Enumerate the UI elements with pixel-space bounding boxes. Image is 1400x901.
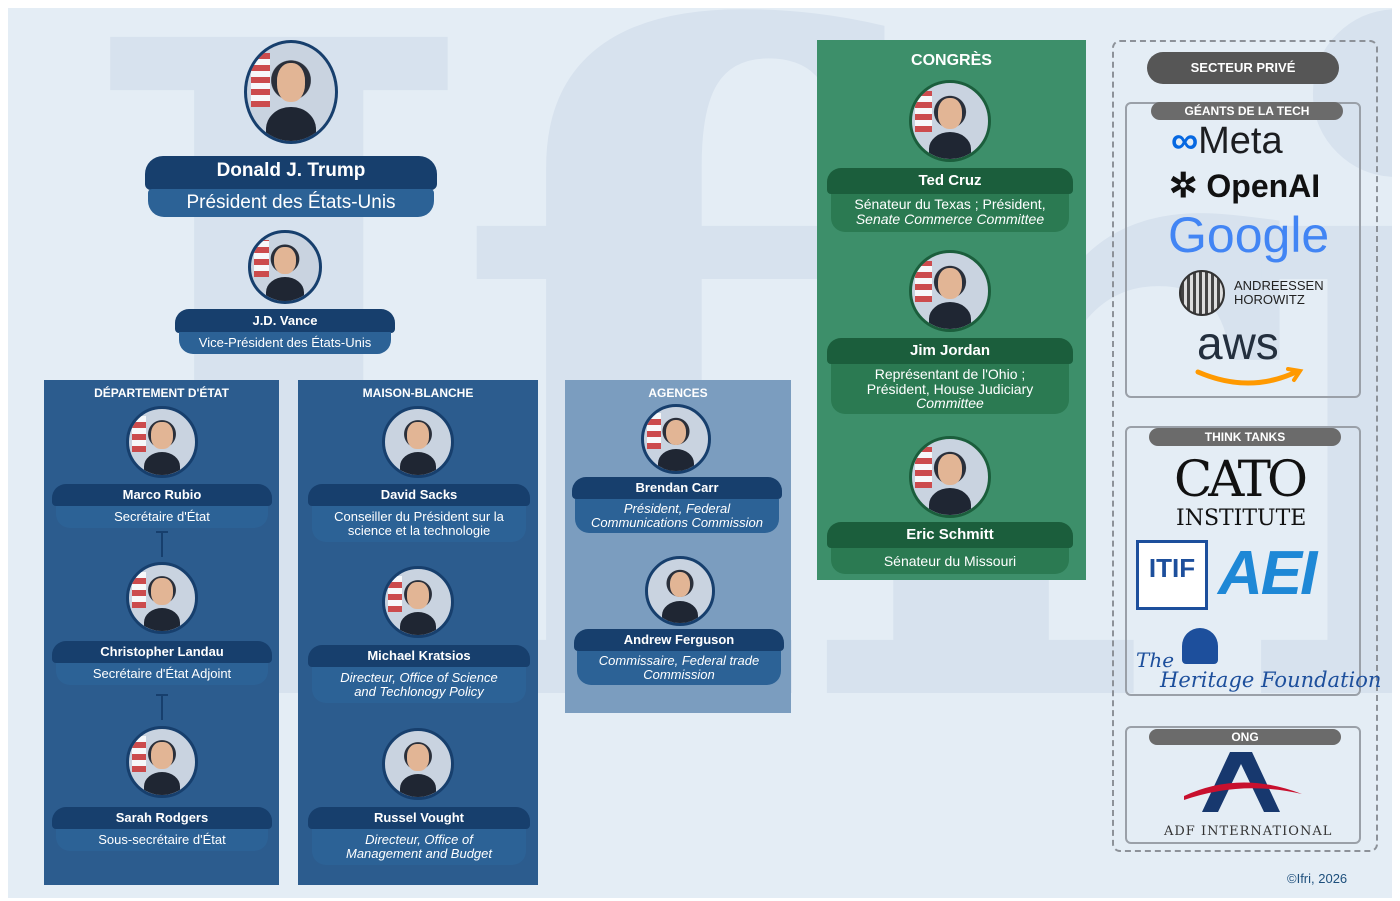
itif-logo: ITIF	[1136, 540, 1208, 610]
kratsios-photo	[382, 566, 454, 638]
a16z-logo-line2: HOROWITZ	[1234, 292, 1305, 307]
kratsios-role: Directeur, Office of Science and Techlon…	[312, 667, 526, 703]
landau-role: Secrétaire d'État Adjoint	[56, 663, 268, 685]
vp-photo	[248, 230, 322, 304]
landau-photo	[126, 562, 198, 634]
aei-logo: AEI	[1218, 539, 1317, 608]
kratsios-role-line1: Directeur, Office of Science	[340, 670, 498, 685]
sacks-photo	[382, 406, 454, 478]
ferguson-photo	[645, 556, 715, 626]
a16z-logo-line1: ANDREESSEN	[1234, 278, 1324, 293]
rodgers-photo	[126, 726, 198, 798]
heritage-logo: Heritage Foundation	[1160, 668, 1382, 692]
sacks-name: David Sacks	[308, 484, 530, 506]
vought-role: Directeur, Office of Management and Budg…	[312, 829, 526, 865]
carr-role: Président, Federal Communications Commis…	[575, 499, 779, 533]
rubio-role: Secrétaire d'État	[56, 506, 268, 528]
vought-photo	[382, 728, 454, 800]
ferguson-name: Andrew Ferguson	[574, 629, 784, 651]
panel-agences-title: AGENCES	[648, 386, 708, 400]
cruz-photo	[909, 80, 991, 162]
cruz-role-line2: Senate Commerce Committee	[855, 210, 1045, 227]
ong-box	[1125, 726, 1361, 844]
panel-maison-blanche-title: MAISON-BLANCHE	[362, 386, 474, 400]
think-label: THINK TANKS	[1149, 428, 1341, 446]
cruz-role: Sénateur du Texas ; Président, Senate Co…	[831, 194, 1069, 232]
cato-institute-text: INSTITUTE	[1176, 506, 1307, 531]
heritage-the: The	[1136, 648, 1175, 672]
rodgers-role: Sous-secrétaire d'État	[56, 829, 268, 851]
carr-role-line1: Président, Federal	[623, 501, 731, 516]
vought-name: Russel Vought	[308, 807, 530, 829]
schmitt-name: Eric Schmitt	[827, 522, 1073, 548]
carr-name: Brendan Carr	[572, 477, 782, 499]
jordan-role: Représentant de l'Ohio ; Président, Hous…	[831, 364, 1069, 414]
panel-prive	[1112, 40, 1378, 852]
panel-departement-title: DÉPARTEMENT D'ÉTAT	[94, 386, 229, 400]
kratsios-role-line2: and Techlonogy Policy	[354, 683, 484, 699]
schmitt-role: Sénateur du Missouri	[831, 548, 1069, 574]
cruz-role-line1: Sénateur du Texas ; Président,	[854, 196, 1046, 212]
google-logo: Google	[1168, 207, 1330, 263]
cruz-name: Ted Cruz	[827, 168, 1073, 194]
landau-name: Christopher Landau	[52, 641, 272, 663]
president-name: Donald J. Trump	[145, 156, 437, 190]
a16z-seal-icon	[1179, 270, 1225, 316]
jordan-name: Jim Jordan	[827, 338, 1073, 364]
rodgers-name: Sarah Rodgers	[52, 807, 272, 829]
connector-landau-rodgers	[156, 694, 168, 720]
sacks-role: Conseiller du Président sur la science e…	[312, 506, 526, 542]
rubio-name: Marco Rubio	[52, 484, 272, 506]
vought-role-line1: Directeur, Office of	[365, 832, 473, 847]
sacks-role-line2: science et la technologie	[347, 522, 491, 538]
ong-label: ONG	[1149, 729, 1341, 745]
aws-logo: aws	[1197, 317, 1279, 369]
adf-logo: ADF INTERNATIONAL	[1164, 824, 1333, 839]
aws-smile-icon	[1195, 367, 1304, 386]
schmitt-photo	[909, 436, 991, 518]
vought-role-line2: Management and Budget	[346, 845, 492, 861]
adf-emblem-icon	[1184, 752, 1302, 812]
ferguson-role: Commissaire, Federal trade Commission	[577, 651, 781, 685]
cato-logo: CATO	[1174, 450, 1308, 508]
kratsios-name: Michael Kratsios	[308, 645, 530, 667]
carr-photo	[641, 404, 711, 474]
meta-logo-text: Meta	[1198, 120, 1283, 162]
ferguson-role-line1: Commissaire, Federal trade	[598, 653, 760, 668]
itif-logo-text: ITIF	[1148, 553, 1196, 583]
org-chart: Ifri Donald J. Trump Président des États…	[8, 8, 1392, 898]
carr-role-line2: Communications Commission	[591, 514, 763, 530]
connector-rubio-landau	[156, 531, 168, 557]
think-box	[1125, 426, 1361, 696]
vp-name: J.D. Vance	[175, 309, 395, 333]
ferguson-role-line2: Commission	[643, 666, 715, 682]
sacks-role-line1: Conseiller du Président sur la	[334, 509, 504, 524]
vp-role: Vice-Président des États-Unis	[179, 332, 391, 354]
jordan-role-line2: Président, House Judiciary	[866, 380, 1034, 397]
tech-label: GÉANTS DE LA TECH	[1151, 102, 1343, 120]
panel-congres-title: CONGRÈS	[911, 52, 992, 69]
openai-logo: ✲ OpenAI	[1169, 167, 1321, 205]
jordan-role-line3: Committee	[916, 395, 984, 412]
president-role: Président des États-Unis	[148, 189, 434, 217]
jordan-photo	[909, 250, 991, 332]
jordan-role-line1: Représentant de l'Ohio ;	[874, 366, 1026, 382]
footer-credit: ©Ifri, 2026	[1287, 871, 1348, 886]
heritage-bell-icon	[1182, 628, 1218, 664]
openai-logo-text: OpenAI	[1206, 168, 1321, 204]
rubio-photo	[126, 406, 198, 478]
meta-logo: ∞Meta	[1171, 120, 1283, 162]
prive-title: SECTEUR PRIVÉ	[1147, 52, 1339, 84]
president-photo	[244, 40, 338, 144]
